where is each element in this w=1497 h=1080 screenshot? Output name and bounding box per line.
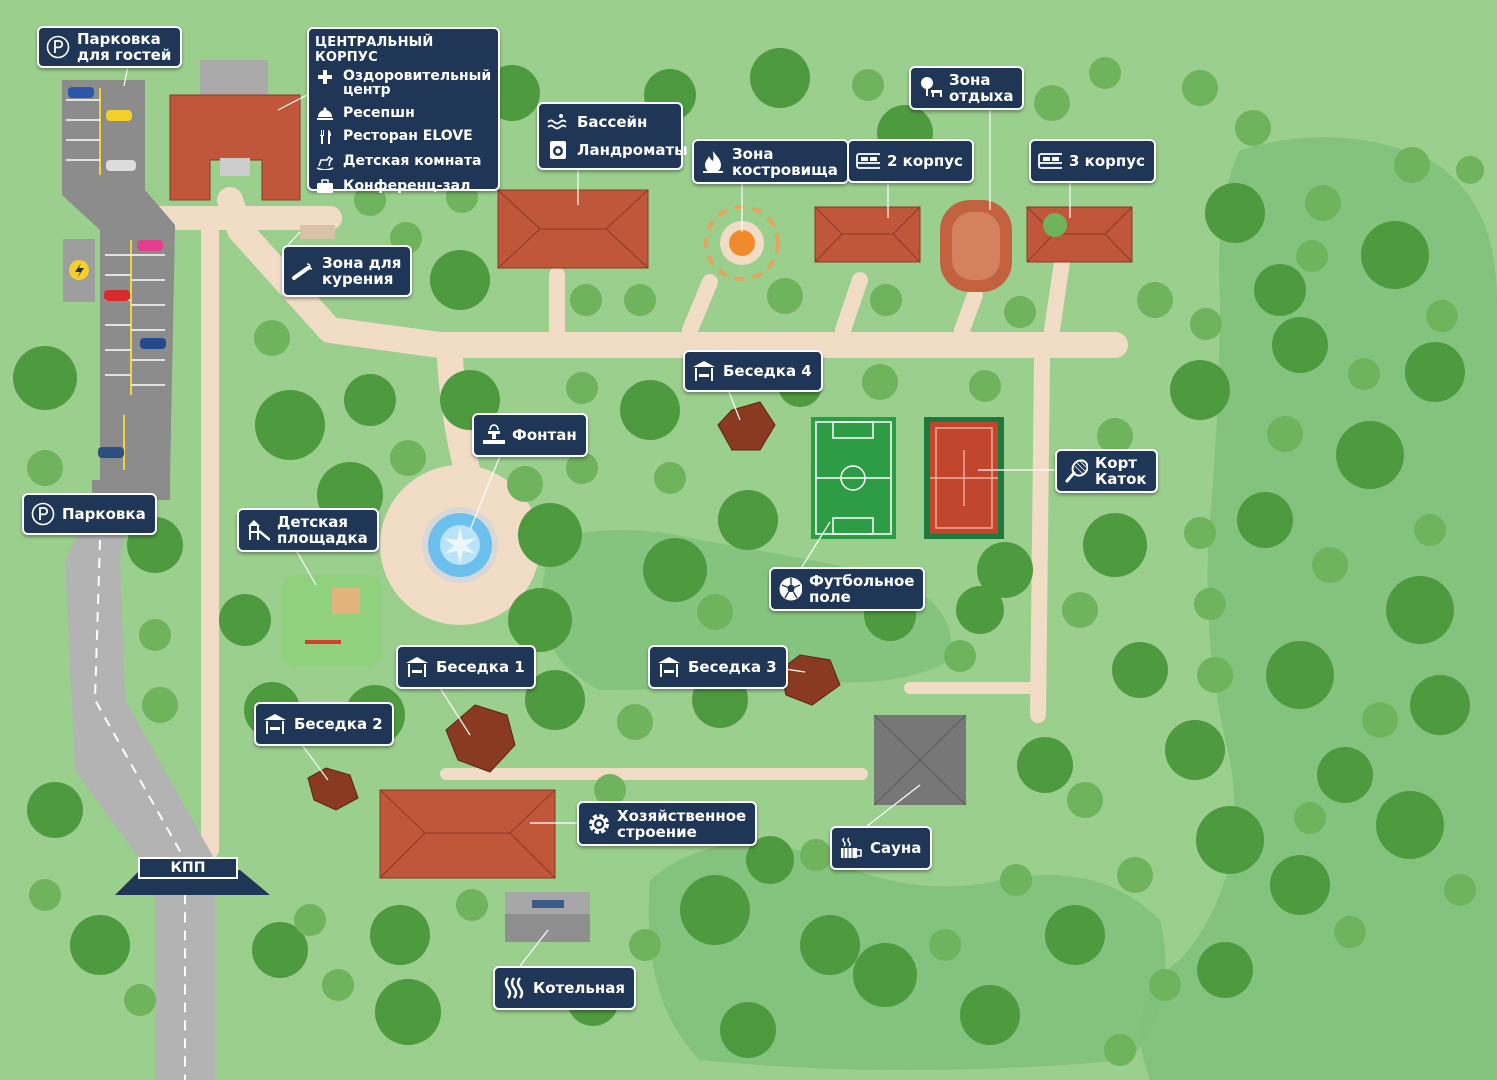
label-gazebo-1[interactable]: Беседка 1 <box>396 645 536 689</box>
fire-icon <box>701 150 725 174</box>
label-text: Хозяйственное строение <box>617 806 747 841</box>
rocking-horse-icon <box>315 154 335 170</box>
gazebo-icon <box>657 655 681 679</box>
gazebo-icon <box>405 655 429 679</box>
label-gazebo-4[interactable]: Беседка 4 <box>683 350 823 392</box>
label-text: Сауна <box>870 839 922 857</box>
label-text: Парковка <box>62 505 146 523</box>
label-boiler-room[interactable]: Котельная <box>493 966 637 1010</box>
fountain-icon <box>481 423 505 447</box>
label-court-rink[interactable]: Корт Каток <box>1055 449 1158 493</box>
label-utility-building[interactable]: Хозяйственное строение <box>577 801 758 846</box>
label-guest-parking[interactable]: Парковка для гостей <box>37 26 183 68</box>
playground-icon <box>246 518 270 542</box>
label-building-2[interactable]: 2 корпус <box>847 139 974 183</box>
label-text: Зона костровища <box>732 144 838 179</box>
central-item-health[interactable]: Оздоровительный центр <box>315 69 492 97</box>
pool-row[interactable]: Бассейн <box>546 110 647 134</box>
gear-icon <box>586 812 610 836</box>
bed-icon <box>856 149 880 173</box>
central-title: ЦЕНТРАЛЬНЫЙ КОРПУС <box>315 35 434 65</box>
checkpoint-label[interactable]: КПП <box>138 857 238 879</box>
racket-icon <box>1064 459 1088 483</box>
parking-icon <box>31 502 55 526</box>
tree-bench-icon <box>918 76 942 100</box>
label-smoking-zone[interactable]: Зона для курения <box>282 245 413 297</box>
label-pool-laundry[interactable]: Бассейн Ландроматы <box>537 102 688 170</box>
label-playground[interactable]: Детская площадка <box>237 508 379 552</box>
gazebo-icon <box>692 359 716 383</box>
label-parking[interactable]: Парковка <box>22 493 157 535</box>
parking-icon <box>46 35 70 59</box>
central-item-restaurant[interactable]: Ресторан ELOVE <box>315 129 492 145</box>
central-item-kids-room[interactable]: Детская комната <box>315 154 492 170</box>
label-text: 3 корпус <box>1069 152 1145 170</box>
central-item-label: Ресторан ELOVE <box>343 128 473 144</box>
cutlery-icon <box>315 129 335 145</box>
central-item-label: Оздоровительный центр <box>343 68 492 98</box>
bell-icon <box>315 106 335 120</box>
sauna-icon <box>839 836 863 860</box>
label-text: Корт Каток <box>1095 454 1147 488</box>
label-text: Парковка для гостей <box>77 30 172 64</box>
label-text: Зона отдыха <box>949 71 1014 105</box>
briefcase-icon <box>315 179 335 194</box>
central-building-panel[interactable]: ЦЕНТРАЛЬНЫЙ КОРПУС Оздоровительный центр… <box>307 27 500 194</box>
label-text: Детская площадка <box>277 513 368 547</box>
heat-icon <box>502 976 526 1000</box>
label-text: Беседка 4 <box>723 362 812 380</box>
washer-icon <box>546 138 570 162</box>
central-item-conference[interactable]: Конференц-зал <box>315 179 492 194</box>
central-item-reception[interactable]: Ресепшн <box>315 106 492 120</box>
label-text: Беседка 1 <box>436 658 525 676</box>
label-text: Ландроматы <box>577 141 688 159</box>
label-text: 2 корпус <box>887 152 963 170</box>
label-gazebo-3[interactable]: Беседка 3 <box>648 645 788 689</box>
label-football-field[interactable]: Футбольное поле <box>769 567 926 611</box>
label-text: Котельная <box>533 979 626 997</box>
label-building-3[interactable]: 3 корпус <box>1029 139 1156 183</box>
cigarette-icon <box>291 259 315 283</box>
laundry-row[interactable]: Ландроматы <box>546 138 688 162</box>
label-gazebo-2[interactable]: Беседка 2 <box>254 702 394 746</box>
label-sauna[interactable]: Сауна <box>830 826 933 870</box>
bed-icon <box>1038 149 1062 173</box>
central-item-label: Детская комната <box>343 153 482 169</box>
ball-icon <box>778 577 802 601</box>
label-text: Беседка 2 <box>294 715 383 733</box>
central-item-label: Конференц-зал <box>343 178 471 194</box>
label-bonfire[interactable]: Зона костровища <box>692 139 849 184</box>
label-text: Беседка 3 <box>688 658 777 676</box>
label-text: Футбольное поле <box>809 572 915 606</box>
label-text: Фонтан <box>512 426 577 444</box>
gazebo-icon <box>263 712 287 736</box>
label-text: Бассейн <box>577 113 648 131</box>
label-fountain[interactable]: Фонтан <box>472 413 588 457</box>
label-text: Зона для курения <box>322 254 402 288</box>
central-item-label: Ресепшн <box>343 105 415 121</box>
cross-icon <box>315 69 335 85</box>
label-rest-zone[interactable]: Зона отдыха <box>909 66 1025 110</box>
waves-icon <box>546 110 570 134</box>
